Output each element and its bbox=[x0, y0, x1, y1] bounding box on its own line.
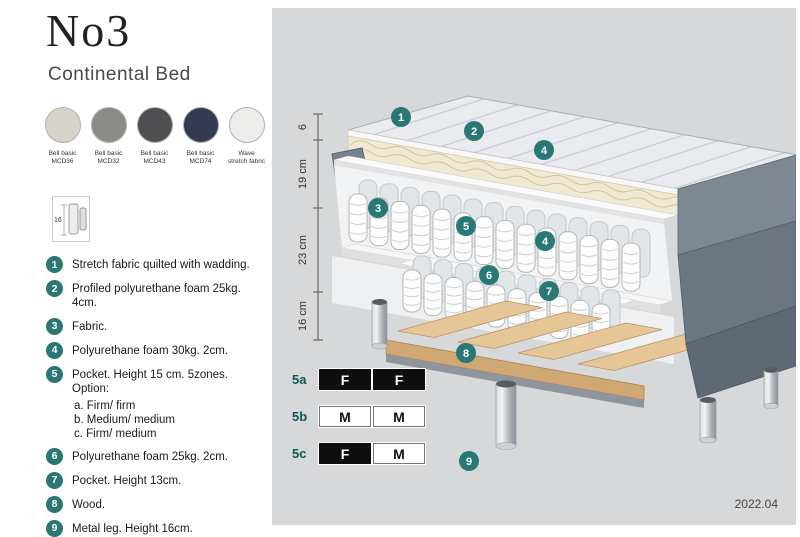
svg-text:9: 9 bbox=[466, 456, 472, 468]
callout-2: 2 bbox=[464, 121, 484, 141]
firmness-cell: M bbox=[319, 406, 371, 427]
dimension-label-23cm: 23 cm bbox=[297, 235, 309, 265]
feature-number-badge: 9 bbox=[46, 519, 63, 537]
callout-5: 5 bbox=[456, 216, 476, 236]
base-box-right-side bbox=[677, 220, 796, 345]
svg-text:6: 6 bbox=[486, 270, 492, 282]
upper-foam-sheet-edge bbox=[334, 160, 664, 224]
feature-item: 5 Pocket. Height 15 cm. 5zones. Option: … bbox=[46, 365, 266, 441]
firmness-cell: F bbox=[373, 369, 425, 390]
feature-number-badge: 1 bbox=[46, 256, 63, 273]
option-row-label: 5b bbox=[292, 409, 308, 424]
svg-text:16: 16 bbox=[54, 217, 62, 224]
svg-text:2: 2 bbox=[471, 126, 477, 138]
firmness-option-row-5a: 5a F F bbox=[292, 368, 426, 391]
callout-3: 3 bbox=[368, 198, 388, 218]
callout-4b: 4 bbox=[535, 231, 555, 251]
leg-dimension-icon: 16 bbox=[52, 196, 90, 242]
fabric-swatch-circle-icon bbox=[136, 107, 173, 143]
feature-number-badge: 2 bbox=[46, 280, 63, 297]
fabric-swatch-circle-icon bbox=[90, 107, 127, 143]
version-label: 2022.04 bbox=[734, 497, 778, 511]
fabric-swatch-circle-icon bbox=[228, 107, 265, 143]
svg-text:3: 3 bbox=[375, 203, 381, 215]
svg-text:4: 4 bbox=[542, 236, 549, 248]
metal-leg bbox=[763, 367, 779, 410]
firmness-cell: M bbox=[373, 443, 425, 464]
fabric-swatch-circle-icon bbox=[44, 107, 81, 143]
firmness-cell: M bbox=[373, 406, 425, 427]
option-row-label: 5c bbox=[292, 446, 307, 461]
feature-number-badge: 4 bbox=[46, 341, 63, 359]
metal-leg bbox=[699, 397, 717, 444]
dimension-label-6: 6 bbox=[297, 124, 309, 130]
firmness-option-row-5c: 5c F M bbox=[292, 442, 426, 465]
feature-number-badge: 5 bbox=[46, 365, 63, 383]
svg-text:5: 5 bbox=[463, 221, 469, 233]
dimension-label-19cm: 19 cm bbox=[297, 159, 309, 189]
bed-cutaway-illustration: 6 19 cm 23 cm 16 cm bbox=[297, 95, 796, 471]
svg-text:1: 1 bbox=[398, 112, 404, 124]
feature-number-badge: 8 bbox=[46, 495, 63, 513]
page-title: No3 bbox=[46, 5, 132, 56]
wood-frame-underside bbox=[386, 354, 644, 408]
feature-number-badge: 3 bbox=[46, 317, 63, 335]
callout-8: 8 bbox=[456, 343, 476, 363]
dimension-bracket bbox=[313, 113, 323, 341]
page-subtitle: Continental Bed bbox=[48, 64, 191, 85]
callout-1: 1 bbox=[391, 107, 411, 127]
fabric-swatch-circle-icon bbox=[182, 107, 219, 143]
svg-text:7: 7 bbox=[546, 286, 552, 298]
metal-leg bbox=[371, 299, 388, 350]
svg-text:8: 8 bbox=[463, 348, 469, 360]
diagram-panel: 6 19 cm 23 cm 16 cm bbox=[272, 8, 796, 525]
feature-number-badge: 6 bbox=[46, 447, 63, 465]
firmness-cell: F bbox=[319, 369, 371, 390]
metal-leg bbox=[495, 380, 517, 450]
upper-mattress-right-side bbox=[677, 154, 796, 256]
callout-6: 6 bbox=[479, 265, 499, 285]
firmness-cell: F bbox=[319, 443, 371, 464]
callout-9: 9 bbox=[459, 451, 479, 471]
pocket-options-sublist: a. Firm/ firm b. Medium/ medium c. Firm/… bbox=[74, 399, 175, 440]
base-box-right-front bbox=[685, 305, 796, 399]
firmness-option-row-5b: 5b M M bbox=[292, 405, 426, 428]
callout-7: 7 bbox=[539, 281, 559, 301]
svg-text:4: 4 bbox=[541, 145, 548, 157]
callout-4a: 4 bbox=[534, 140, 554, 160]
feature-number-badge: 7 bbox=[46, 471, 63, 489]
dimension-label-16cm: 16 cm bbox=[297, 301, 309, 331]
option-row-label: 5a bbox=[292, 372, 307, 387]
firmness-options-table: 5a F F 5b M M 5c F M bbox=[292, 368, 426, 479]
profiled-foam-wave-texture bbox=[349, 140, 678, 211]
